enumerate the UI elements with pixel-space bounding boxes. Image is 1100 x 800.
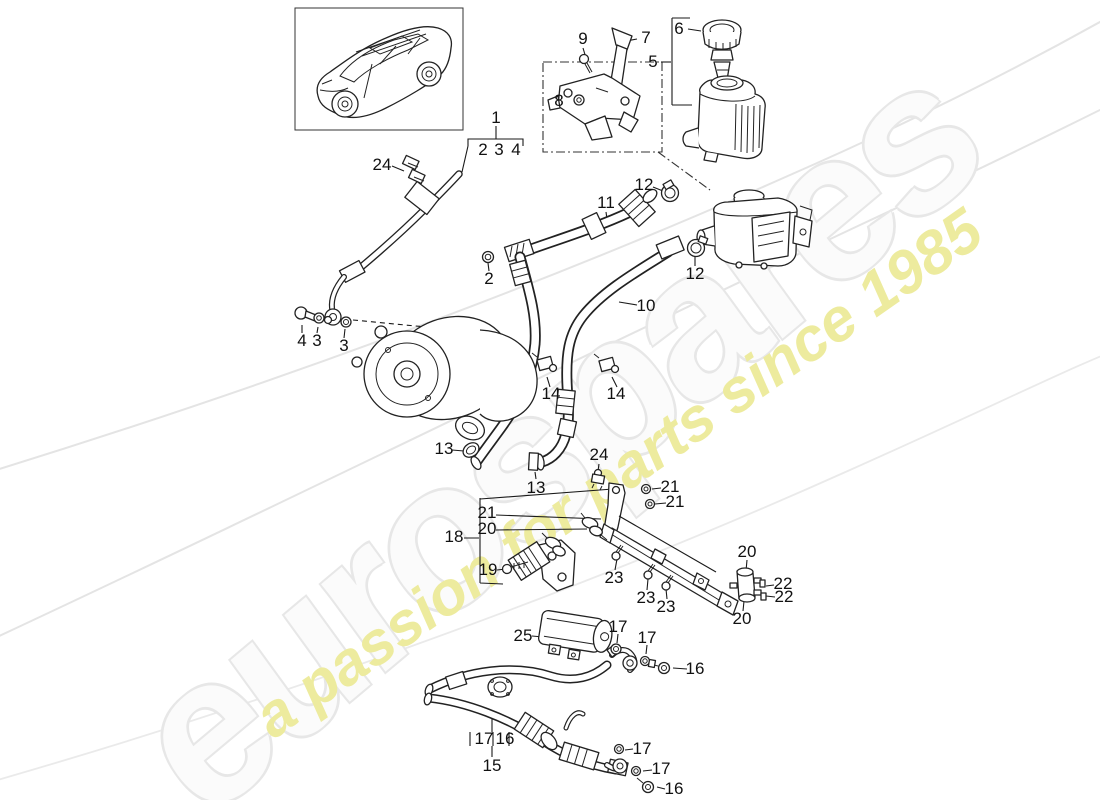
- callout-6: 6: [674, 19, 684, 38]
- callout-17: 17: [608, 617, 628, 636]
- callout-16: 16: [685, 659, 705, 678]
- mounting-bracket-part7: [547, 27, 641, 141]
- hose-clamp-12-upper: [660, 179, 680, 203]
- reservoir-assembly-view: [696, 189, 813, 270]
- callout-22: 22: [773, 574, 793, 593]
- callout-17: 17: [637, 628, 657, 647]
- callout-11: 11: [597, 193, 615, 212]
- o-ring-3: [340, 316, 352, 328]
- callout-14: 14: [606, 384, 626, 403]
- bolt-19: [501, 563, 513, 575]
- hose-assembly-15: [423, 660, 655, 794]
- hose-clamp-block: [404, 180, 440, 216]
- callout-16: 16: [495, 729, 515, 748]
- support-bracket-assembly-18: [501, 482, 767, 616]
- suction-hose-11: [503, 188, 658, 263]
- group-box: [542, 61, 711, 191]
- o-ring-17: [613, 743, 625, 755]
- callout-2: 2: [478, 140, 488, 159]
- callout-12: 12: [634, 175, 654, 194]
- callout-13: 13: [526, 478, 546, 497]
- retaining-clip-24-lower: [590, 468, 606, 491]
- pin-22: [759, 579, 766, 588]
- callout-7: 7: [641, 28, 651, 47]
- callout-13: 13: [434, 439, 454, 458]
- hydraulic-pump: [351, 315, 538, 441]
- nut-21: [640, 483, 652, 495]
- callout-3: 3: [339, 336, 349, 355]
- nut-21: [644, 498, 656, 510]
- vibration-damper-25: [537, 609, 613, 661]
- callout-12: 12: [685, 264, 705, 283]
- callout-23: 23: [636, 588, 656, 607]
- screw-9: [578, 53, 590, 65]
- callout-21: 21: [477, 503, 497, 522]
- o-ring-2: [481, 250, 495, 264]
- seal-ring-3: [313, 312, 325, 324]
- callout-22: 22: [774, 587, 794, 606]
- callout-23: 23: [604, 568, 624, 587]
- callout-8: 8: [554, 91, 564, 110]
- callout-24: 24: [589, 445, 609, 464]
- callout-14: 14: [541, 384, 561, 403]
- pin-22: [760, 592, 767, 601]
- retaining-clip-24-upper: [401, 154, 426, 185]
- hose-clamp-14-right: [593, 353, 620, 374]
- callout-16: 16: [664, 779, 684, 798]
- callout-20: 20: [737, 542, 757, 561]
- callout-25: 25: [513, 626, 533, 645]
- callout-4: 4: [511, 140, 521, 159]
- hose-clamp-12-lower: [686, 235, 709, 258]
- callout-18: 18: [444, 527, 464, 546]
- callout-17: 17: [474, 729, 494, 748]
- callout-21: 21: [665, 492, 685, 511]
- hose-clamp-14-left: [531, 352, 558, 373]
- banjo-fitting-upper: [606, 643, 671, 675]
- callout-2: 2: [484, 269, 494, 288]
- callout-20: 20: [732, 609, 752, 628]
- callout-23: 23: [656, 597, 676, 616]
- nut-8: [573, 94, 585, 106]
- pressure-line-1: [294, 170, 463, 328]
- callout-20: 20: [477, 519, 497, 538]
- callout-21: 21: [660, 477, 680, 496]
- callout-3: 3: [494, 140, 504, 159]
- o-ring-17: [610, 643, 622, 655]
- banjo-bolt-16: [657, 661, 671, 675]
- o-ring-17: [630, 765, 642, 777]
- callout-9: 9: [578, 29, 588, 48]
- callout-3: 3: [312, 331, 322, 350]
- banjo-bolt-16: [641, 780, 655, 794]
- callout-1: 1: [491, 108, 501, 127]
- fluid-reservoir-5: [682, 75, 766, 163]
- callout-17: 17: [651, 759, 671, 778]
- callout-4: 4: [297, 331, 307, 350]
- callout-10: 10: [636, 296, 656, 315]
- callout-15: 15: [482, 756, 502, 775]
- sleeve-13: [527, 452, 540, 471]
- clamp-ring-13: [462, 442, 480, 458]
- vehicle-thumbnail: [294, 7, 464, 131]
- callout-24: 24: [372, 155, 392, 174]
- callout-17: 17: [632, 739, 652, 758]
- callout-5: 5: [648, 52, 658, 71]
- callout-19: 19: [478, 560, 498, 579]
